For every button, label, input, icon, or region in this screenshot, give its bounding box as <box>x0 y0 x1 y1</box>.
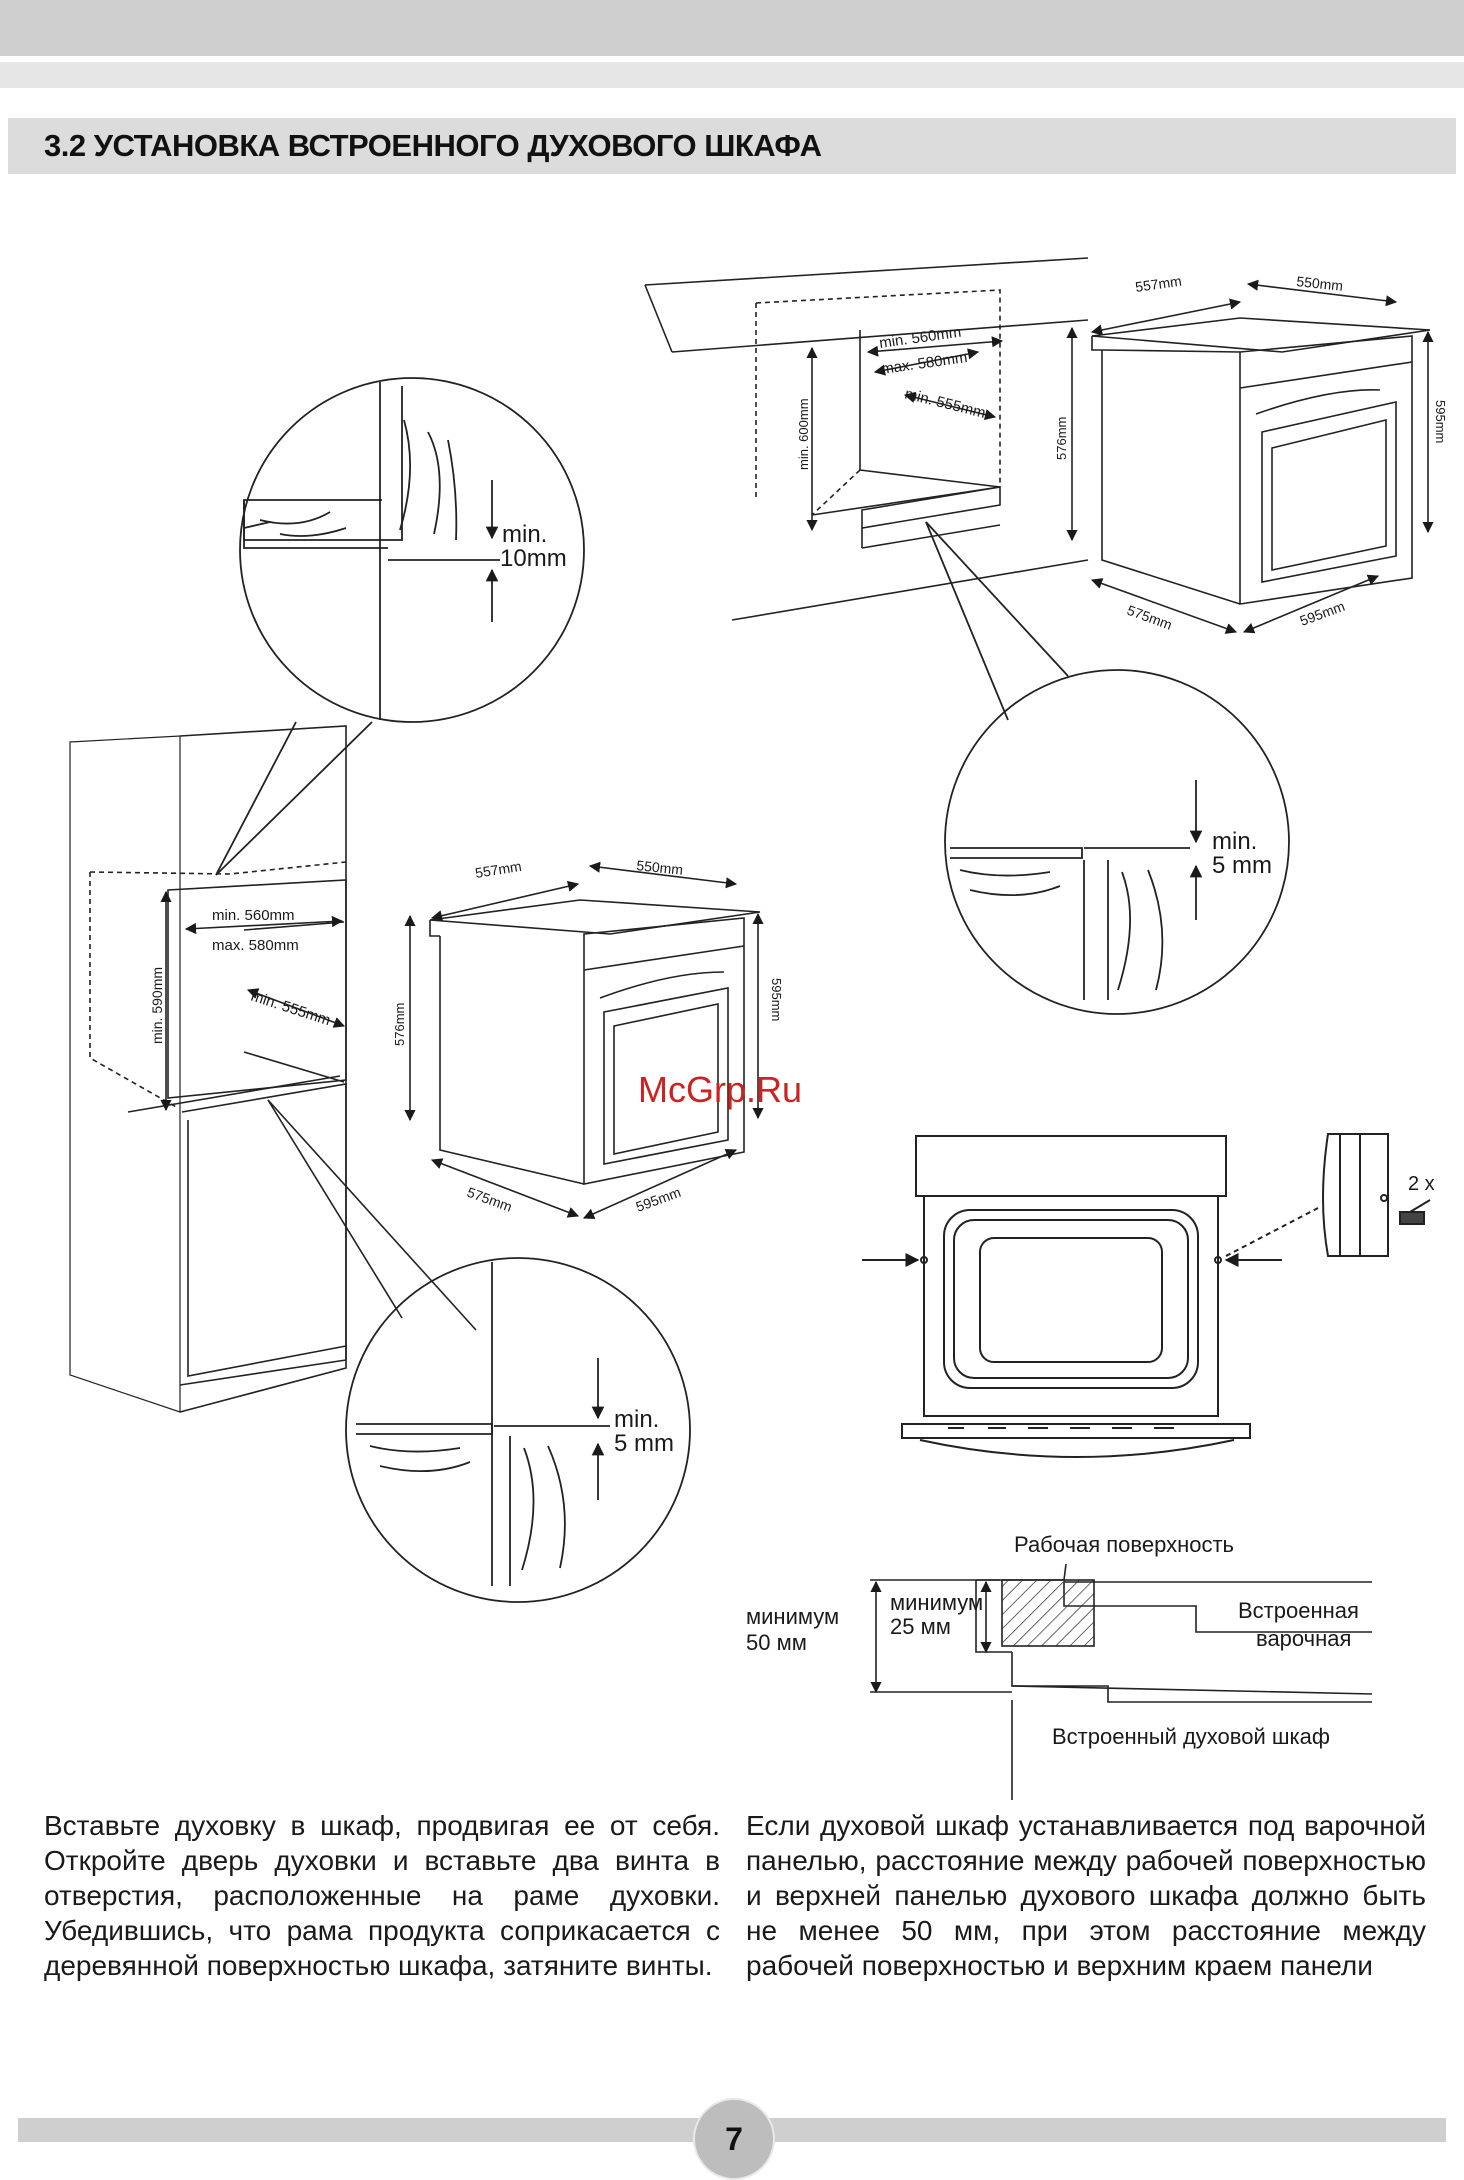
detail-5mm-lower-label1: min. <box>614 1406 659 1433</box>
tall-cabinet-min-width: min. 560mm <box>212 907 295 924</box>
label-min50-2: 50 мм <box>746 1630 807 1655</box>
detail-10mm-label2: 10mm <box>500 545 567 572</box>
oven-top-dim-576: 576mm <box>1054 417 1069 460</box>
label-work-surface: Рабочая поверхность <box>1014 1532 1234 1557</box>
oven-mid-dim-595w: 595mm <box>634 1184 683 1215</box>
detail-circle-5mm-upper <box>925 521 1290 1015</box>
top-band-light <box>0 62 1464 88</box>
detail-5mm-upper-label2: 5 mm <box>1212 852 1272 879</box>
oven-mid-dim-550: 550mm <box>636 857 684 878</box>
tall-cabinet-min-depth: min. 555mm <box>249 988 333 1030</box>
section-hob-oven <box>870 1563 1373 1800</box>
detail-circle-5mm-lower <box>345 1257 691 1603</box>
screws-count: 2 x <box>1408 1173 1435 1195</box>
label-built-in-oven: Встроенный духовой шкаф <box>1052 1724 1330 1749</box>
section-title: 3.2 УСТАНОВКА ВСТРОЕННОГО ДУХОВОГО ШКАФА <box>44 128 822 163</box>
page-number: 7 <box>693 2098 775 2180</box>
detail-5mm-upper-label1: min. <box>1212 828 1257 855</box>
oven-mid-dim-576: 576mm <box>392 1003 407 1046</box>
tall-cabinet-min-height: min. 590mm <box>149 967 165 1044</box>
label-hob-2: варочная <box>1256 1626 1351 1651</box>
detail-10mm-label1: min. <box>502 521 547 548</box>
instruction-text-right: Если духовой шкаф устанавливается под ва… <box>746 1810 1426 1981</box>
oven-top-dim-550: 550mm <box>1296 273 1344 294</box>
label-hob-1: Встроенная <box>1238 1598 1359 1623</box>
top-cabinet-max-width: max. 580mm <box>880 349 968 378</box>
instruction-text-left: Вставьте духовку в шкаф, продвигая ее от… <box>44 1810 720 1981</box>
top-cabinet-min-height: min. 600mm <box>796 398 811 470</box>
watermark: McGrp.Ru <box>638 1069 802 1110</box>
oven-mid-dim-557: 557mm <box>474 858 523 881</box>
tall-cabinet <box>69 725 477 1413</box>
oven-mid-dim-595h: 595mm <box>769 978 784 1021</box>
detail-circle-10mm <box>215 377 585 876</box>
section-heading: 3.2 УСТАНОВКА ВСТРОЕННОГО ДУХОВОГО ШКАФА <box>8 118 1456 174</box>
oven-front-screws <box>862 1133 1431 1458</box>
top-cabinet-min-depth: min. 555mm <box>903 385 987 421</box>
detail-5mm-lower-label2: 5 mm <box>614 1430 674 1457</box>
oven-top-dim-595w: 595mm <box>1298 598 1347 629</box>
label-min50-1: минимум <box>746 1604 839 1629</box>
oven-3d-middle <box>404 861 764 1219</box>
oven-top-dim-557: 557mm <box>1134 273 1182 295</box>
installation-diagram: min. 600mm min. 560mm max. 580mm min. 55… <box>69 257 1448 1800</box>
label-min25-2: 25 мм <box>890 1614 951 1639</box>
top-cabinet-niche <box>644 257 1089 621</box>
label-min25-1: минимум <box>890 1590 983 1615</box>
oven-top-dim-595h: 595mm <box>1433 400 1448 443</box>
tall-cabinet-max-width: max. 580mm <box>212 937 299 954</box>
oven-3d-top <box>1066 279 1434 634</box>
top-band <box>0 0 1464 56</box>
